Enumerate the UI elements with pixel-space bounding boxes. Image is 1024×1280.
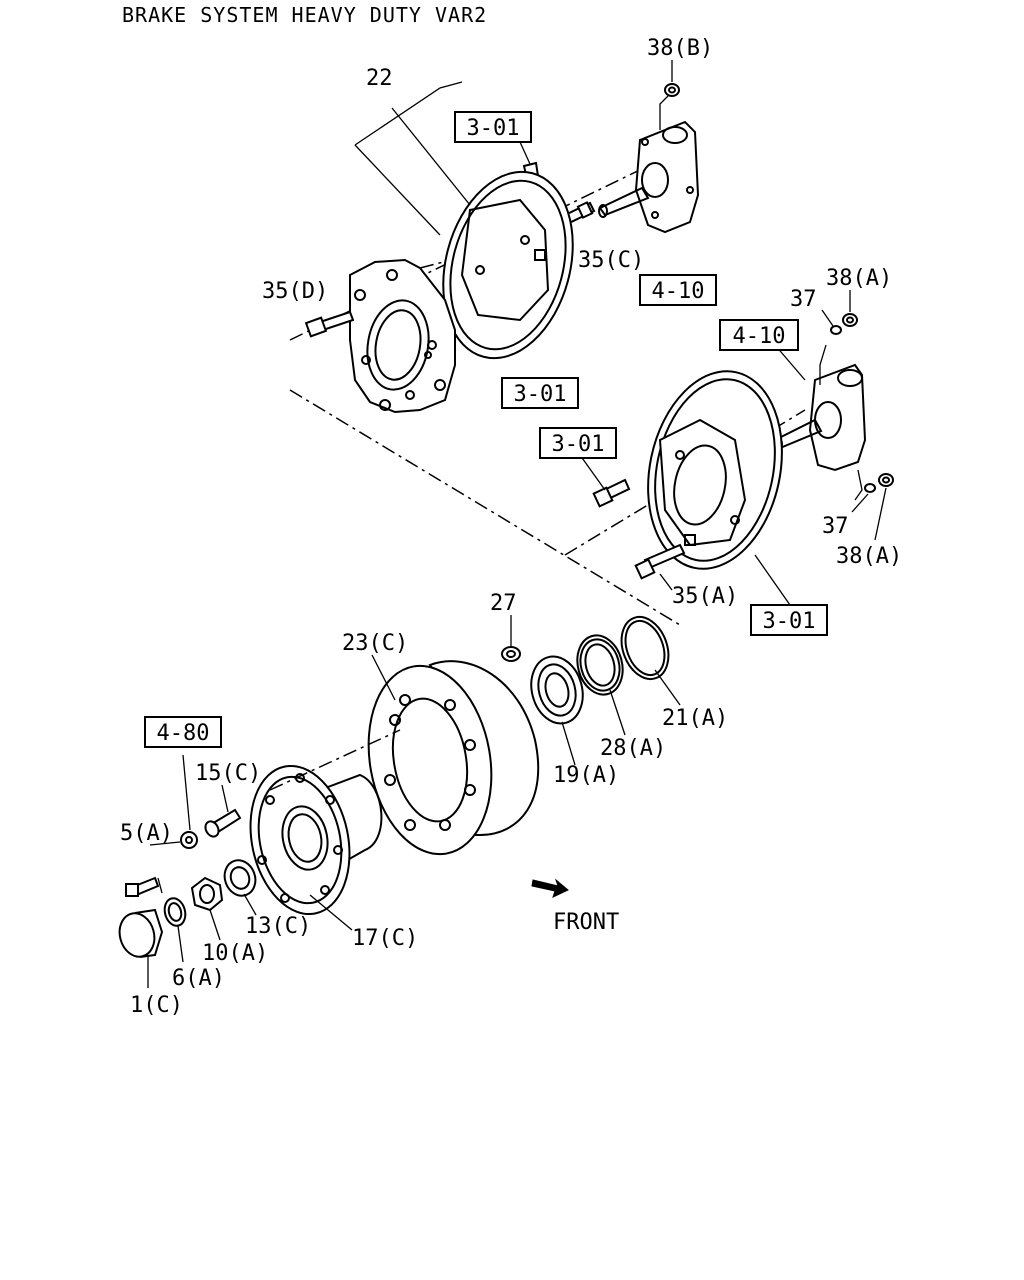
label-22: 22 [366,66,393,91]
bearing-13c [223,859,257,897]
label-15c: 15(C) [195,761,261,786]
ref-box-301-left-label: 3-01 [552,432,605,457]
washer-37-top [830,325,842,335]
middle-brake-assembly [289,290,894,626]
label-13c: 13(C) [245,914,311,939]
label-23c: 23(C) [342,631,408,656]
brake-spider [349,258,456,414]
cap-bolt [125,876,160,898]
label-35c: 35(C) [578,248,644,273]
ref-box-301-left[interactable]: 3-01 [539,427,617,459]
label-37-top: 37 [790,287,817,312]
nut-38a-bottom [878,473,894,487]
front-arrow-icon [531,878,569,898]
label-38a-bottom: 38(A) [836,544,902,569]
label-27: 27 [490,591,517,616]
nut-38b [664,83,680,97]
bearing-19a [530,655,584,725]
ref-box-301-mid-label: 3-01 [514,382,567,407]
label-38b: 38(B) [647,36,713,61]
label-10a: 10(A) [202,941,268,966]
upper-axle-assembly [289,60,700,414]
wheel-nut-5a [180,831,198,849]
washer-27 [501,646,521,662]
ref-box-301-bot-label: 3-01 [763,609,816,634]
wheel-hub-17c [249,764,383,916]
label-1c: 1(C) [130,993,183,1018]
front-label: FRONT [553,910,619,935]
ref-box-301-bot[interactable]: 3-01 [750,604,828,636]
label-28a: 28(A) [600,736,666,761]
lock-washer-6a [163,897,187,927]
ref-box-410-mid-label: 4-10 [733,324,786,349]
ref-box-410-top[interactable]: 4-10 [639,274,717,306]
washer-37-bottom [864,483,876,493]
steering-knuckle-upper [598,120,700,234]
label-19a: 19(A) [553,763,619,788]
ref-box-480-label: 4-80 [157,721,210,746]
hub-cap-1c [118,908,164,958]
dust-shield-plate [442,170,574,360]
label-21a: 21(A) [662,706,728,731]
bolt-shoe-pin [592,478,631,508]
hub-bolt-15c [204,808,242,838]
snap-ring-21a [620,616,670,680]
label-35a: 35(A) [672,584,738,609]
ref-box-410-top-label: 4-10 [652,279,705,304]
bolt-35c [563,201,596,225]
bolt-35a [634,543,686,580]
label-5a: 5(A) [120,821,173,846]
ref-box-301-mid[interactable]: 3-01 [501,377,579,409]
label-35d: 35(D) [262,279,328,304]
oil-seal-28a [576,634,624,696]
diagram-title: BRAKE SYSTEM HEAVY DUTY VAR2 [122,3,487,27]
label-38a-top: 38(A) [826,266,892,291]
ref-box-410-mid[interactable]: 4-10 [719,319,799,351]
bolt-35d [304,310,355,338]
ref-box-480[interactable]: 4-80 [144,716,222,748]
nut-38a-top [842,313,858,327]
lock-nut-10a [190,876,224,912]
lower-hub-assembly [118,615,681,988]
label-37-bottom: 37 [822,514,849,539]
ref-box-301-top-label: 3-01 [467,116,520,141]
ref-box-301-top[interactable]: 3-01 [454,111,532,143]
brake-shoe-assembly [647,370,783,570]
label-17c: 17(C) [352,926,418,951]
label-6a: 6(A) [172,966,225,991]
brake-drum-23c [367,660,540,856]
